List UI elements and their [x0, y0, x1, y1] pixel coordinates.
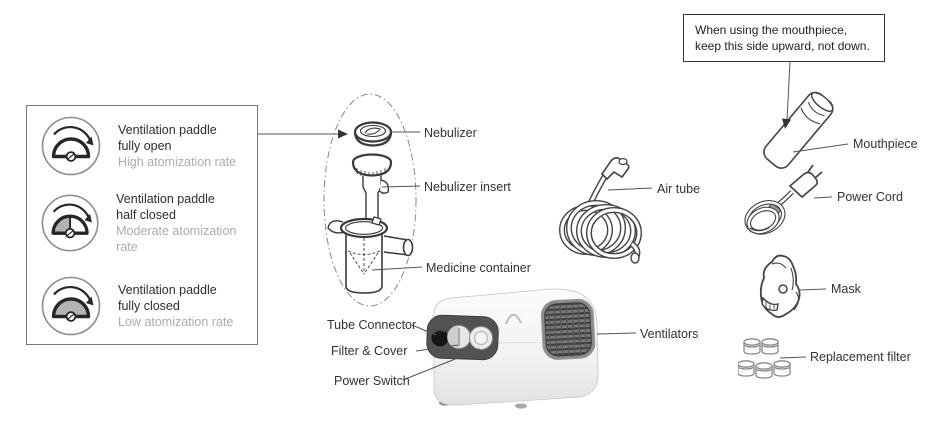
paddle-fully-closed-icon	[41, 276, 101, 336]
replacement-filter-illustration	[738, 338, 791, 379]
note-line2: keep this side upward, not down.	[695, 39, 870, 53]
label-mouthpiece: Mouthpiece	[853, 137, 918, 151]
legend-title-line2: half closed	[116, 208, 176, 222]
label-replacement-filter: Replacement filter	[810, 350, 911, 364]
label-tube-connector: Tube Connector	[327, 318, 417, 332]
label-nebulizer-insert: Nebulizer insert	[424, 180, 511, 194]
legend-row-fully-closed: Ventilation paddle fully closed Low atom…	[40, 275, 233, 337]
ventilation-paddle-legend: Ventilation paddle fully open High atomi…	[26, 105, 258, 345]
air-tube-illustration	[559, 157, 642, 264]
legend-rate: Low atomization rate	[118, 315, 234, 329]
legend-text-fully-open: Ventilation paddle fully open High atomi…	[118, 122, 236, 170]
legend-title-line2: fully closed	[118, 299, 180, 313]
label-filter-cover: Filter & Cover	[331, 344, 408, 358]
label-power-switch: Power Switch	[334, 374, 410, 388]
nebulizer-kit-illustration	[323, 93, 417, 307]
label-mask: Mask	[831, 282, 861, 296]
label-nebulizer: Nebulizer	[424, 126, 477, 140]
label-medicine-container: Medicine container	[426, 261, 531, 275]
legend-title-line1: Ventilation paddle	[118, 283, 217, 297]
legend-title-line1: Ventilation paddle	[118, 123, 217, 137]
legend-title-line1: Ventilation paddle	[116, 192, 215, 206]
mouthpiece-note-box: When using the mouthpiece, keep this sid…	[683, 14, 885, 62]
label-air-tube: Air tube	[657, 182, 701, 196]
paddle-fully-open-icon	[41, 116, 101, 176]
legend-rate: Moderate atomization rate	[116, 224, 237, 254]
note-line1: When using the mouthpiece,	[695, 23, 848, 37]
label-power-cord: Power Cord	[837, 190, 903, 204]
legend-row-fully-open: Ventilation paddle fully open High atomi…	[40, 115, 236, 177]
compressor-device-illustration	[426, 288, 599, 409]
mask-illustration	[759, 254, 801, 318]
legend-row-half-closed: Ventilation paddle half closed Moderate …	[40, 192, 257, 254]
label-ventilators: Ventilators	[640, 327, 699, 341]
legend-title-line2: fully open	[118, 139, 172, 153]
legend-text-fully-closed: Ventilation paddle fully closed Low atom…	[118, 282, 233, 330]
legend-text-half-closed: Ventilation paddle half closed Moderate …	[116, 191, 257, 255]
paddle-half-closed-icon	[41, 194, 99, 252]
legend-rate: High atomization rate	[118, 155, 237, 169]
power-cord-illustration	[744, 164, 823, 235]
